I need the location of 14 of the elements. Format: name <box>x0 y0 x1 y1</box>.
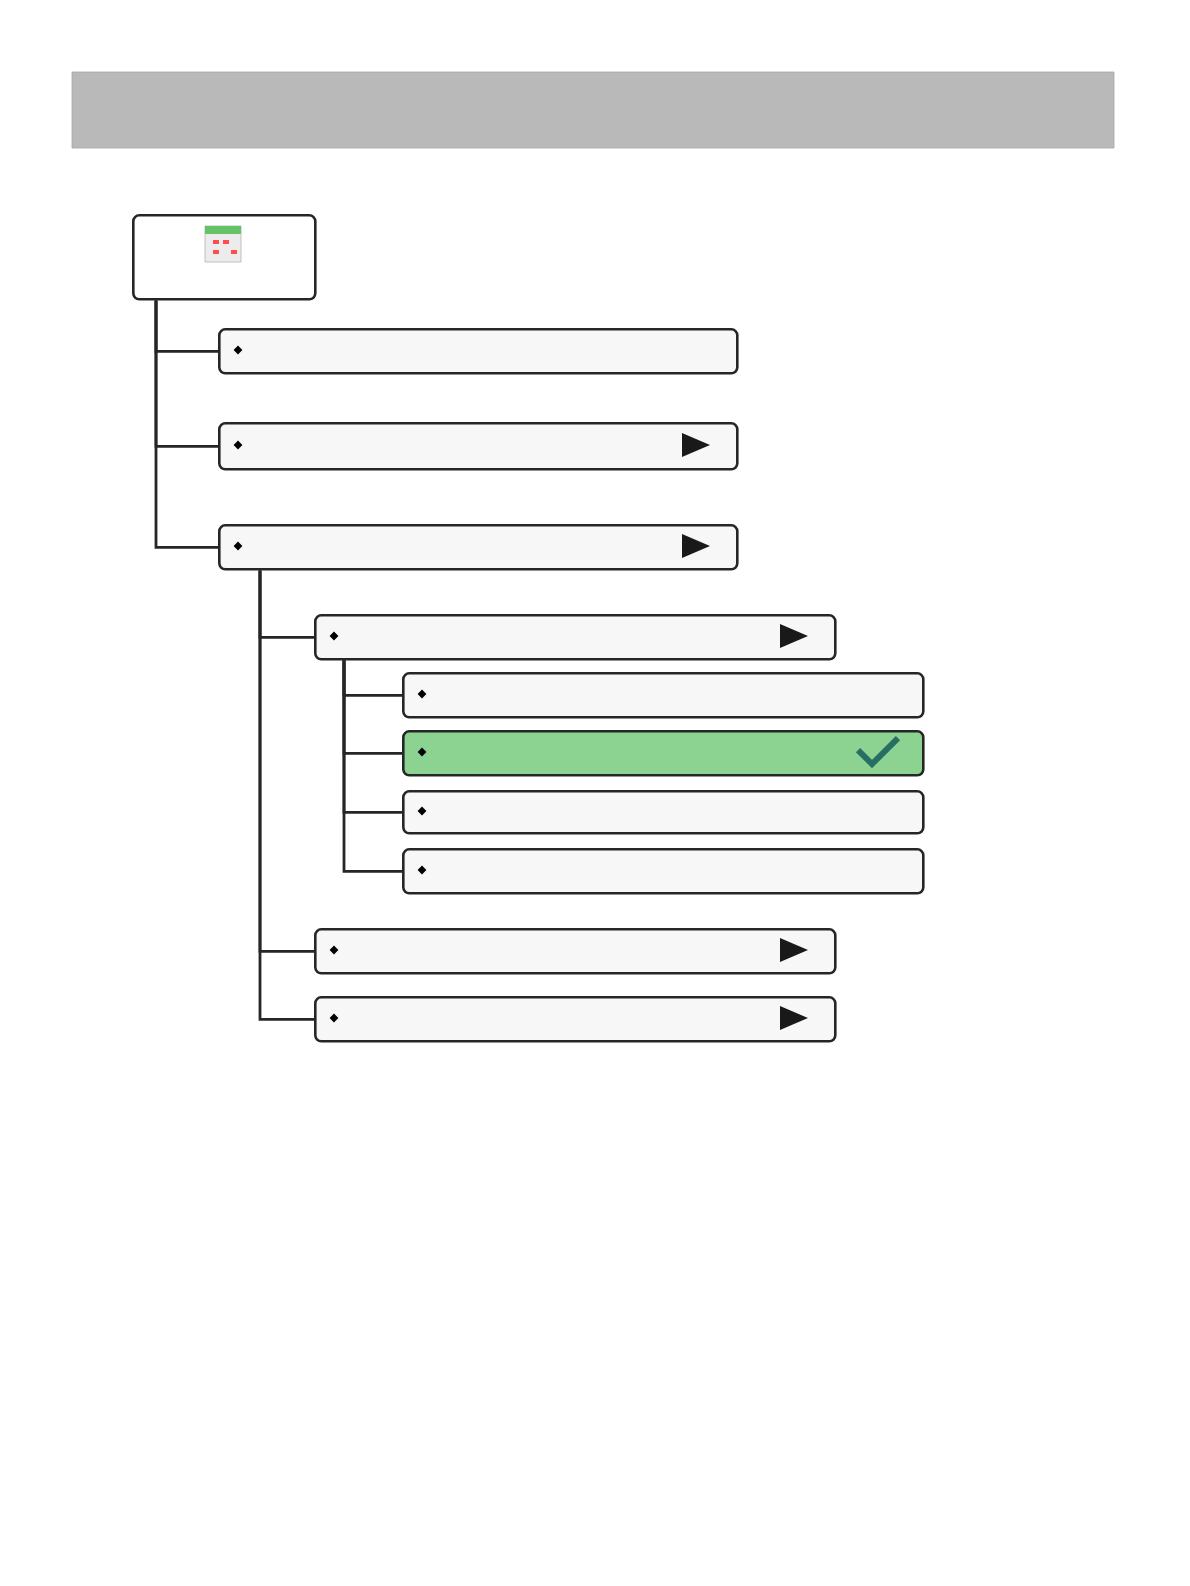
menu-item-box <box>402 790 925 835</box>
menu-item-box <box>218 328 739 375</box>
submenu-item-box <box>314 928 837 975</box>
submenu-item-box <box>218 422 739 471</box>
selected-item-box <box>402 730 925 777</box>
menu-item-box <box>402 672 925 719</box>
submenu-item-box <box>314 996 837 1043</box>
submenu-item-box <box>218 524 739 571</box>
menu-item-box <box>402 848 925 895</box>
submenu-item-box <box>314 614 837 661</box>
connector-line <box>154 300 218 549</box>
connector-line <box>342 660 402 873</box>
connector-line <box>258 570 314 1021</box>
menu-root-box <box>132 214 317 301</box>
